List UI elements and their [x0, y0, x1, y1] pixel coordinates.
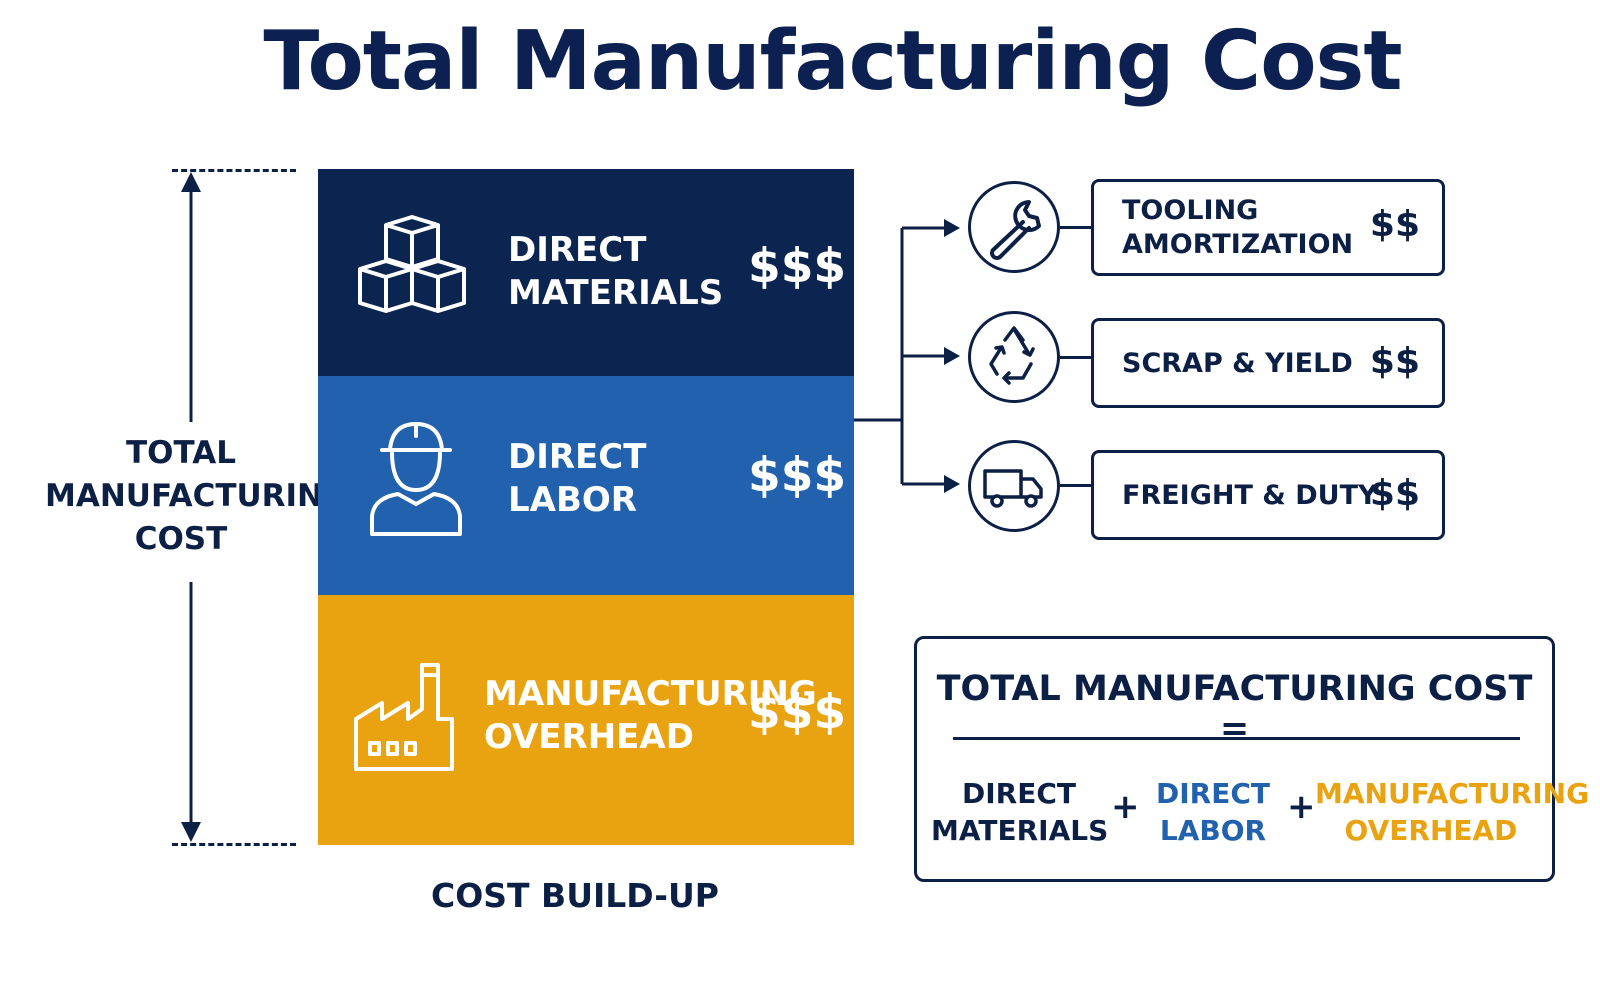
formula-term-line: DIRECT: [1156, 777, 1270, 810]
block-label-line: MATERIALS: [508, 273, 724, 313]
block-label-line: DIRECT: [508, 437, 647, 477]
formula-divider: [953, 737, 1520, 740]
direct-labor-block: DIRECT LABOR $$$: [318, 376, 854, 595]
formula-term-line: LABOR: [1159, 814, 1267, 847]
item-label-line: SCRAP & YIELD: [1122, 348, 1353, 379]
formula-term-line: OVERHEAD: [1344, 814, 1518, 847]
item-label-line: TOOLING: [1122, 195, 1259, 226]
formula-term-line: MANUFACTURING: [1315, 777, 1590, 810]
manufacturing-overhead-block: MANUFACTURING OVERHEAD $$$: [318, 595, 854, 845]
direct-labor-amount: $$$: [748, 448, 847, 503]
boxes-icon: [358, 215, 466, 313]
worker-icon: [370, 422, 462, 536]
tooling-amortization-amount: $$: [1369, 204, 1420, 245]
truck-icon-circle: [968, 440, 1060, 532]
bottom-dashed-line: [172, 843, 296, 846]
manufacturing-overhead-label: MANUFACTURING OVERHEAD: [484, 673, 817, 759]
formula-plus: +: [1111, 787, 1140, 827]
formula-term-direct-labor: DIRECT LABOR: [1143, 775, 1283, 849]
total-cost-label-line: MANUFACTURING: [45, 478, 349, 514]
freight-duty-label: FREIGHT & DUTY: [1122, 479, 1378, 513]
measure-arrow: [181, 172, 201, 842]
direct-labor-label: DIRECT LABOR: [508, 436, 646, 522]
recycle-icon: [989, 326, 1035, 385]
factory-icon: [354, 663, 454, 771]
wrench-icon: [990, 200, 1041, 260]
top-dashed-line: [172, 169, 296, 172]
formula-title: TOTAL MANUFACTURING COST =: [936, 669, 1533, 749]
direct-materials-block: DIRECT MATERIALS $$$: [318, 169, 854, 376]
tooling-amortization-box: TOOLING AMORTIZATION $$: [1091, 179, 1445, 276]
manufacturing-overhead-amount: $$$: [748, 685, 847, 740]
freight-duty-amount: $$: [1369, 473, 1420, 514]
total-cost-label-line: TOTAL: [126, 435, 236, 471]
formula-term-direct-materials: DIRECT MATERIALS: [931, 775, 1109, 849]
total-cost-label-line: COST: [134, 521, 228, 557]
wrench-icon-circle: [968, 181, 1060, 273]
page-title: Total Manufacturing Cost: [263, 14, 1402, 109]
item-connector: [1060, 356, 1092, 359]
item-label-line: FREIGHT & DUTY: [1122, 480, 1378, 511]
block-label-line: LABOR: [508, 480, 637, 520]
total-cost-label: TOTAL MANUFACTURING COST: [45, 430, 349, 563]
connector-arrows: [854, 219, 960, 493]
freight-duty-box: FREIGHT & DUTY $$: [1091, 450, 1445, 540]
tooling-amortization-label: TOOLING AMORTIZATION: [1122, 194, 1353, 262]
scrap-yield-amount: $$: [1369, 341, 1420, 382]
formula-term-manufacturing-overhead: MANUFACTURING OVERHEAD: [1315, 775, 1590, 849]
item-connector: [1060, 226, 1092, 229]
truck-icon: [983, 469, 1043, 508]
formula-term-line: DIRECT: [962, 777, 1076, 810]
formula-plus: +: [1287, 787, 1316, 827]
scrap-yield-label: SCRAP & YIELD: [1122, 347, 1353, 381]
block-label-line: MANUFACTURING: [484, 674, 817, 714]
item-label-line: AMORTIZATION: [1122, 229, 1354, 260]
block-label-line: OVERHEAD: [484, 717, 694, 757]
cost-build-up-caption: COST BUILD-UP: [431, 876, 719, 915]
direct-materials-amount: $$$: [748, 239, 847, 294]
block-label-line: DIRECT: [508, 230, 647, 270]
direct-materials-label: DIRECT MATERIALS: [508, 229, 723, 315]
recycle-icon-circle: [968, 311, 1060, 403]
scrap-yield-box: SCRAP & YIELD $$: [1091, 318, 1445, 408]
formula-box: TOTAL MANUFACTURING COST = DIRECT MATERI…: [914, 636, 1590, 882]
item-connector: [1060, 484, 1092, 487]
formula-term-line: MATERIALS: [931, 814, 1109, 847]
